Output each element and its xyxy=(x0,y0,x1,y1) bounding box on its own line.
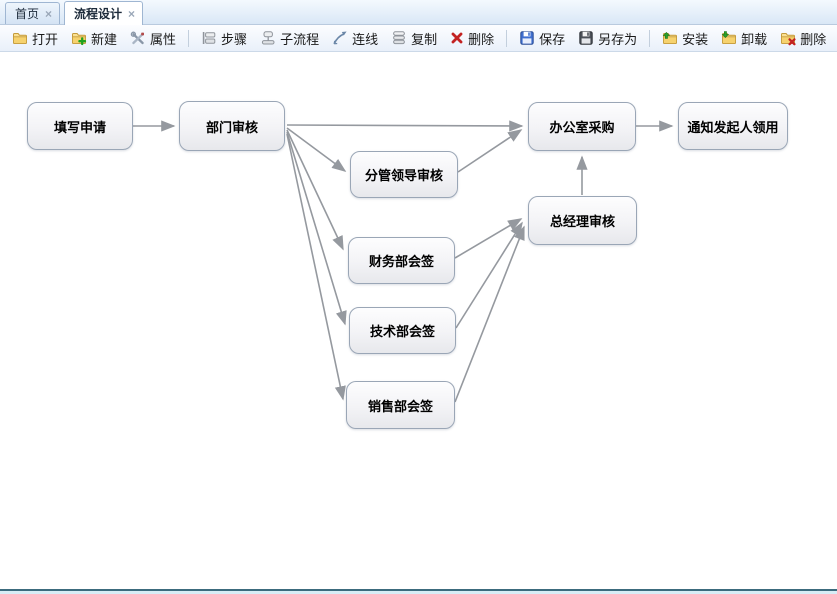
save-icon xyxy=(519,30,535,46)
properties-label: 属性 xyxy=(150,31,177,47)
flow-node-finance-countersign[interactable]: 财务部会签 xyxy=(348,237,455,284)
copy-label: 复制 xyxy=(411,31,438,47)
edge-department-review-to-finance-countersign[interactable] xyxy=(286,129,344,251)
connect-label: 连线 xyxy=(352,31,379,47)
tab-process-design[interactable]: 流程设计 × xyxy=(64,1,144,25)
edge-tech-countersign-to-gm-review[interactable] xyxy=(455,221,523,329)
edge-department-review-to-tech-countersign[interactable] xyxy=(286,131,347,326)
save-as-icon xyxy=(578,30,594,46)
tab-bar: 首页 × 流程设计 × xyxy=(0,0,837,25)
open-label: 打开 xyxy=(32,31,59,47)
save-as-button[interactable]: 另存为 xyxy=(572,27,643,50)
tab-home-label: 首页 xyxy=(15,7,40,21)
close-icon[interactable]: × xyxy=(128,7,136,21)
delete-flow-label: 删除 xyxy=(800,31,827,47)
edge-department-review-to-office-purchase[interactable] xyxy=(286,120,524,132)
edge-finance-countersign-to-gm-review[interactable] xyxy=(454,218,523,259)
edge-department-review-to-sales-countersign[interactable] xyxy=(286,133,346,401)
uninstall-button[interactable]: 卸载 xyxy=(715,27,773,50)
toolbar-separator xyxy=(188,29,190,47)
flow-node-fill-application[interactable]: 填写申请 xyxy=(27,102,133,150)
flow-node-notify-initiator[interactable]: 通知发起人领用 xyxy=(678,102,788,150)
toolbar-separator xyxy=(649,29,651,47)
folder-plus-icon xyxy=(71,30,87,46)
edge-sales-countersign-to-gm-review[interactable] xyxy=(454,225,525,403)
subflow-button[interactable]: 子流程 xyxy=(254,27,325,50)
edge-leader-review-to-office-purchase[interactable] xyxy=(457,129,523,173)
open-button[interactable]: 打开 xyxy=(6,27,64,50)
toolbar-separator xyxy=(506,29,508,47)
new-button[interactable]: 新建 xyxy=(65,27,123,50)
delete-step-label: 删除 xyxy=(468,31,495,47)
folder-delete-icon xyxy=(780,30,796,46)
copy-icon xyxy=(391,30,407,46)
edge-department-review-to-leader-review[interactable] xyxy=(286,127,347,172)
flow-node-office-purchase[interactable]: 办公室采购 xyxy=(528,102,636,151)
flow-node-leader-review[interactable]: 分管领导审核 xyxy=(350,151,458,198)
tab-process-design-label: 流程设计 xyxy=(74,7,123,21)
install-button[interactable]: 安装 xyxy=(656,27,714,50)
subflow-label: 子流程 xyxy=(280,31,320,47)
steps-icon xyxy=(201,30,217,46)
delete-flow-button[interactable]: 删除 xyxy=(774,27,832,50)
tools-icon xyxy=(130,30,146,46)
install-label: 安装 xyxy=(682,31,709,47)
close-icon[interactable]: × xyxy=(45,7,53,21)
red-x-icon xyxy=(450,31,464,45)
flow-node-tech-countersign[interactable]: 技术部会签 xyxy=(349,307,456,354)
connector-line-icon xyxy=(332,30,348,46)
tab-home[interactable]: 首页 × xyxy=(5,2,61,24)
edge-layer xyxy=(133,120,674,403)
save-label: 保存 xyxy=(539,31,566,47)
flow-node-department-review[interactable]: 部门审核 xyxy=(179,101,285,151)
toolbar: 打开 新建 属性 步骤 子流程 xyxy=(0,25,837,52)
steps-label: 步骤 xyxy=(221,31,248,47)
uninstall-label: 卸载 xyxy=(741,31,768,47)
delete-step-button[interactable]: 删除 xyxy=(444,27,500,50)
save-as-label: 另存为 xyxy=(598,31,638,47)
folder-uninstall-icon xyxy=(721,30,737,46)
flow-node-sales-countersign[interactable]: 销售部会签 xyxy=(346,381,455,429)
save-button[interactable]: 保存 xyxy=(513,27,571,50)
flow-canvas[interactable]: 填写申请部门审核分管领导审核财务部会签技术部会签销售部会签 办公室采购总经理审核通… xyxy=(0,52,837,589)
connect-button[interactable]: 连线 xyxy=(326,27,384,50)
flow-node-gm-review[interactable]: 总经理审核 xyxy=(528,196,637,245)
folder-install-icon xyxy=(662,30,678,46)
copy-button[interactable]: 复制 xyxy=(385,27,443,50)
folder-icon xyxy=(12,30,28,46)
window-bottom-border xyxy=(0,589,837,594)
new-label: 新建 xyxy=(91,31,118,47)
steps-button[interactable]: 步骤 xyxy=(195,27,253,50)
properties-button[interactable]: 属性 xyxy=(124,27,182,50)
subflow-icon xyxy=(260,30,276,46)
